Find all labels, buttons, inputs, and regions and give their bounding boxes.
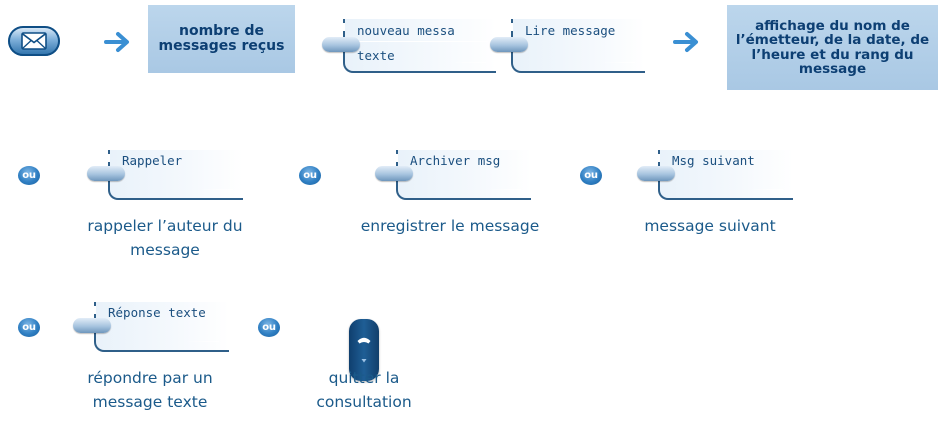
softkey-read-message[interactable] [490, 37, 528, 52]
hang-up-key[interactable] [349, 319, 379, 381]
display-line-2: texte [357, 48, 395, 63]
display-callback-label: Rappeler [122, 153, 183, 168]
display-tick [658, 154, 660, 162]
display-new-message: nouveau messa texte [343, 19, 496, 73]
display-text-reply: Réponse texte [94, 302, 229, 352]
softkey-archive[interactable] [375, 166, 413, 181]
display-shine [452, 62, 486, 63]
softkey-text-reply[interactable] [73, 318, 111, 333]
text-reply-caption: répondre par un message texte [55, 366, 245, 414]
right-arrow-icon [673, 32, 698, 52]
display-callback: Rappeler [108, 150, 243, 200]
display-shine [749, 189, 783, 190]
softkey-callback[interactable] [87, 166, 125, 181]
display-shine [601, 62, 635, 63]
archive-caption-line-1: enregistrer le message [360, 217, 540, 235]
softkey-next-message[interactable] [637, 166, 675, 181]
display-shine [199, 189, 233, 190]
display-shine [487, 189, 521, 190]
display-tick [94, 306, 96, 314]
display-read-label: Lire message [525, 23, 616, 38]
display-tick [396, 154, 398, 162]
or-badge: ou [18, 166, 40, 185]
or-badge: ou [18, 318, 40, 337]
display-separator [359, 41, 488, 42]
next-message-caption: message suivant [620, 214, 800, 238]
hang-up-handset-icon [357, 337, 371, 363]
envelope-icon [21, 32, 47, 50]
display-tick [343, 23, 345, 31]
message-key[interactable] [8, 26, 60, 56]
right-arrow-icon [104, 32, 129, 52]
or-badge: ou [580, 166, 602, 185]
display-next-message: Msg suivant [658, 150, 793, 200]
display-text-reply-label: Réponse texte [108, 305, 206, 320]
display-tick [511, 23, 513, 31]
text-reply-caption-line-1: répondre par un [87, 369, 213, 387]
sender-info-label: affichage du nom de l’émetteur, de la da… [735, 18, 930, 77]
softkey-new-message[interactable] [322, 37, 360, 52]
quit-caption-line-1: quitter la [328, 369, 400, 387]
archive-caption: enregistrer le message [340, 214, 560, 238]
display-shine [185, 341, 219, 342]
sender-info-box: affichage du nom de l’émetteur, de la da… [727, 5, 938, 90]
display-line-1: nouveau messa [357, 23, 455, 38]
callback-caption: rappeler l’auteur du message [60, 214, 270, 262]
or-badge: ou [258, 318, 280, 337]
display-tick [108, 154, 110, 162]
display-read-message: Lire message [511, 19, 645, 73]
quit-caption: quitter la consultation [294, 366, 434, 414]
or-badge: ou [299, 166, 321, 185]
display-next-label: Msg suivant [672, 153, 755, 168]
received-count-label: nombre de messages reçus [158, 23, 285, 54]
callback-caption-line-1: rappeler l’auteur du [87, 217, 243, 235]
text-reply-caption-line-2: message texte [92, 393, 208, 411]
received-count-box: nombre de messages reçus [148, 5, 295, 73]
next-message-caption-line-1: message suivant [644, 217, 776, 235]
quit-caption-line-2: consultation [316, 393, 412, 411]
display-archive: Archiver msg [396, 150, 531, 200]
display-archive-label: Archiver msg [410, 153, 501, 168]
callback-caption-line-2: message [130, 241, 200, 259]
